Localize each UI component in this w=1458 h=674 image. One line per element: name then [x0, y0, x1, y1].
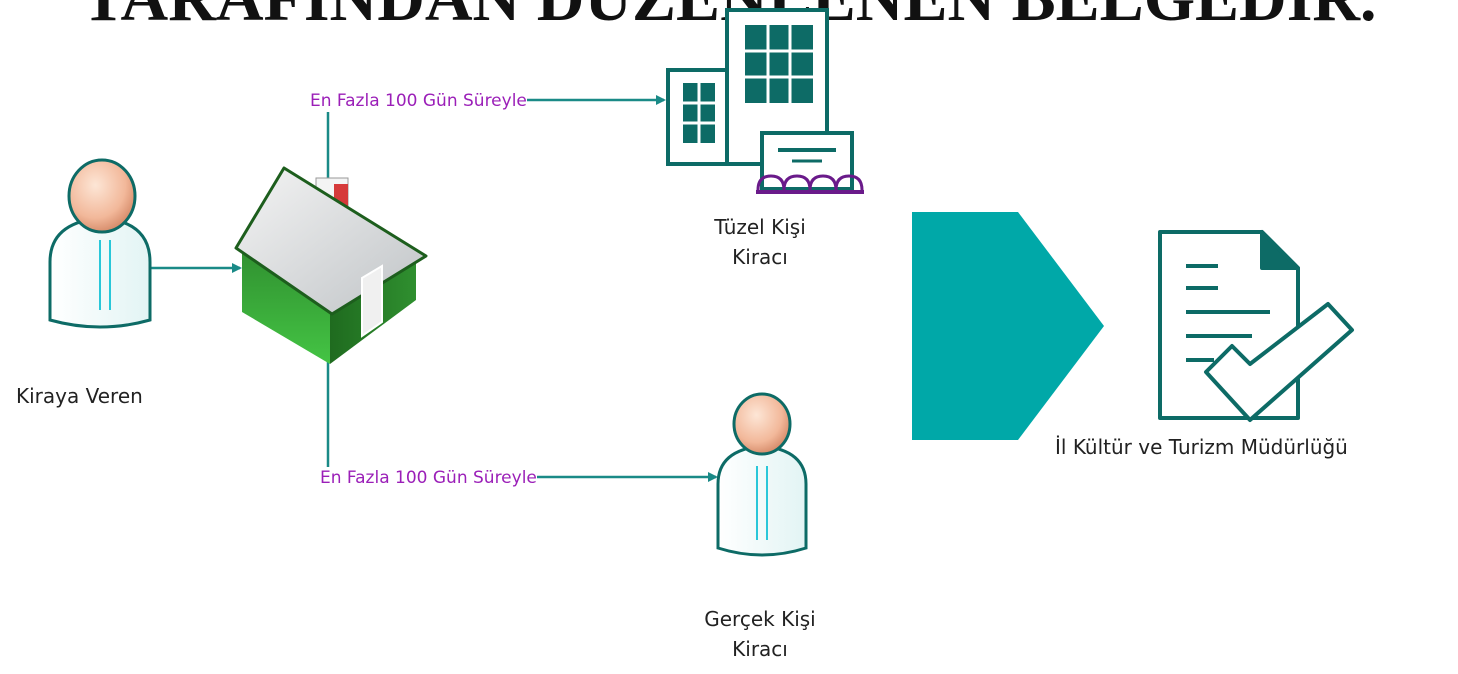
house-icon — [234, 166, 428, 364]
connectors — [148, 95, 718, 482]
approved-document-icon — [1158, 230, 1354, 422]
individual-tenant-label: Gerçek Kişi Kiracı — [680, 604, 840, 664]
process-arrow-shape — [912, 212, 1104, 440]
individual-duration-label: En Fazla 100 Gün Süreyle — [320, 467, 537, 489]
house-to-corporate-connector — [326, 95, 666, 185]
corporate-duration-label: En Fazla 100 Gün Süreyle — [310, 90, 527, 112]
corporate-tenant-label-line1: Tüzel Kişi — [714, 215, 806, 239]
landlord-person-icon — [48, 158, 152, 329]
house-to-individual-connector — [326, 340, 718, 482]
directorate-label: İl Kültür ve Turizm Müdürlüğü — [1055, 435, 1348, 459]
corporate-building-icon — [666, 8, 864, 194]
individual-tenant-label-line1: Gerçek Kişi — [704, 607, 816, 631]
individual-tenant-label-line2: Kiracı — [732, 637, 788, 661]
corporate-tenant-label-line2: Kiracı — [732, 245, 788, 269]
individual-tenant-person-icon — [716, 392, 808, 557]
corporate-tenant-label: Tüzel Kişi Kiracı — [680, 212, 840, 272]
landlord-label: Kiraya Veren — [16, 384, 143, 408]
